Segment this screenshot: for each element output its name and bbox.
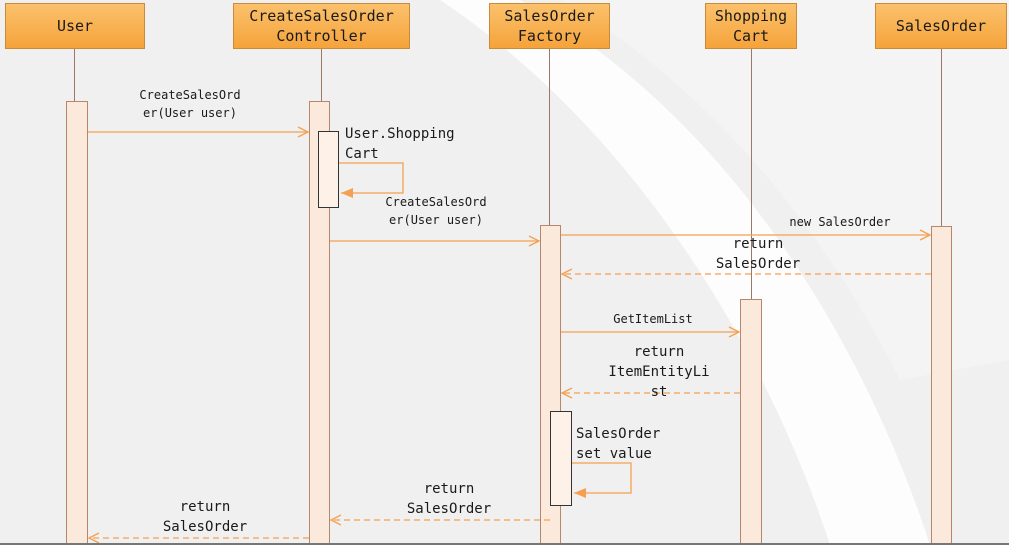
participant-user[interactable]: User <box>5 3 145 49</box>
bottom-border <box>0 543 1009 545</box>
label-new-sales-order: new SalesOrder <box>789 215 891 229</box>
participant-shopping-cart[interactable]: Shopping Cart <box>705 3 797 49</box>
label-create-sales-order-2: CreateSalesOrd er(User user) <box>385 195 487 227</box>
participant-salesorder[interactable]: SalesOrder <box>875 3 1007 49</box>
label-get-item-list: GetItemList <box>613 312 693 326</box>
label-return-item-entity-list: return ItemEntityLi st <box>608 344 710 400</box>
arrow-self-set-value <box>572 462 632 498</box>
label-sales-order-set-value: SalesOrder set value <box>576 426 661 462</box>
label-user-shopping-cart: User.Shopping Cart <box>345 126 455 162</box>
activation-controller-self <box>318 131 339 208</box>
activation-factory-self <box>550 411 572 506</box>
arrow-self-shopping-cart <box>339 162 404 198</box>
participant-factory[interactable]: SalesOrder Factory <box>489 3 610 49</box>
label-return-sales-order-3: return SalesOrder <box>162 499 248 535</box>
lifeline-cart <box>751 49 752 545</box>
participant-controller[interactable]: CreateSalesOrder Controller <box>233 3 410 49</box>
label-create-sales-order: CreateSalesOrd er(User user) <box>139 88 241 120</box>
label-return-sales-order-1: return SalesOrder <box>715 236 801 272</box>
label-return-sales-order-2: return SalesOrder <box>406 481 492 517</box>
